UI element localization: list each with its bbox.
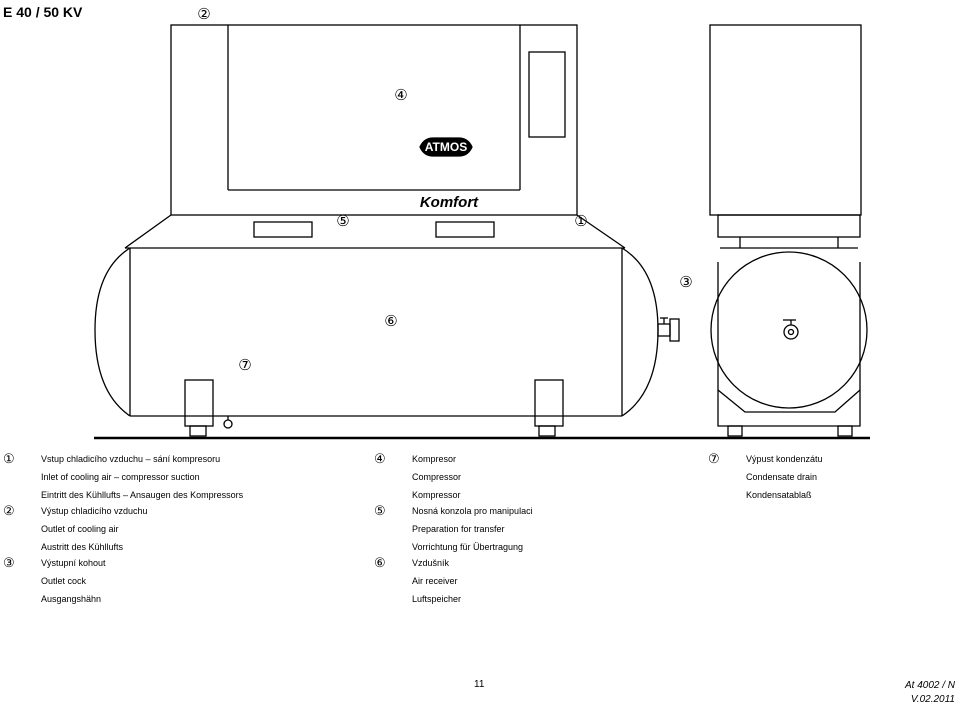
legend-line-en: Compressor: [412, 472, 462, 482]
air-receiver-tank-front: [94, 247, 680, 437]
callout-5: ⑤: [336, 212, 349, 230]
legend-number: ①: [3, 451, 15, 466]
legend-line-en: Condensate drain: [746, 472, 818, 482]
atmos-logo: [419, 137, 473, 157]
callout-3: ③: [679, 273, 692, 291]
legend-line-de: Vorrichtung für Übertragung: [412, 542, 524, 552]
callout-4: ④: [394, 86, 407, 104]
air-receiver-tank-side: [710, 251, 868, 437]
legend-line-de: Ausgangshähn: [41, 594, 102, 604]
callout-2: ②: [197, 5, 210, 23]
legend-line-en: Preparation for transfer: [412, 524, 505, 534]
legend-line-cz: Vzdušník: [412, 558, 450, 568]
legend-number: ④: [374, 451, 386, 466]
document-reference: At 4002 / N V.02.2011: [905, 679, 955, 707]
legend-number: ⑦: [708, 451, 720, 466]
compressor-diagram: ATMOS Komfort ② ④ ⑤ ① ③ ⑥ ⑦: [94, 5, 870, 440]
legend-number: ⑤: [374, 503, 386, 518]
compressor-housing-side: [709, 24, 862, 249]
legend-number: ③: [3, 555, 15, 570]
legend-line-de: Eintritt des Kühllufts – Ansaugen des Ko…: [41, 490, 244, 500]
komfort-brand-text: Komfort: [420, 194, 479, 211]
doc-version: V.02.2011: [910, 694, 955, 705]
atmos-logo-text: ATMOS: [425, 140, 467, 154]
page-title: E 40 / 50 KV: [3, 4, 83, 20]
legend-line-cz: Vstup chladicího vzduchu – sání kompreso…: [41, 454, 221, 464]
legend-line-de: Austritt des Kühllufts: [41, 542, 124, 552]
legend-line-de: Kondensatablaß: [746, 490, 812, 500]
callout-1: ①: [574, 212, 587, 230]
doc-ref-code: At 4002 / N: [904, 680, 955, 691]
legend-number: ⑥: [374, 555, 386, 570]
callout-7: ⑦: [238, 356, 251, 374]
legend-line-cz: Výpust kondenzátu: [746, 454, 823, 464]
legend-number: ②: [3, 503, 15, 518]
legend-line-de: Kompressor: [412, 490, 461, 500]
legend-line-en: Outlet of cooling air: [41, 524, 119, 534]
legend-line-en: Outlet cock: [41, 576, 87, 586]
legend-line-en: Inlet of cooling air – compressor suctio…: [41, 472, 200, 482]
legend-line-cz: Nosná konzola pro manipulaci: [412, 506, 533, 516]
legend-line-cz: Kompresor: [412, 454, 457, 464]
compressor-housing-front: [124, 24, 626, 249]
callout-6: ⑥: [384, 312, 397, 330]
legend-line-cz: Výstup chladicího vzduchu: [41, 506, 148, 516]
page-number: 11: [474, 679, 485, 690]
legend-line-cz: Výstupní kohout: [41, 558, 106, 568]
legend-line-de: Luftspeicher: [412, 594, 462, 604]
legend-line-en: Air receiver: [412, 576, 458, 586]
